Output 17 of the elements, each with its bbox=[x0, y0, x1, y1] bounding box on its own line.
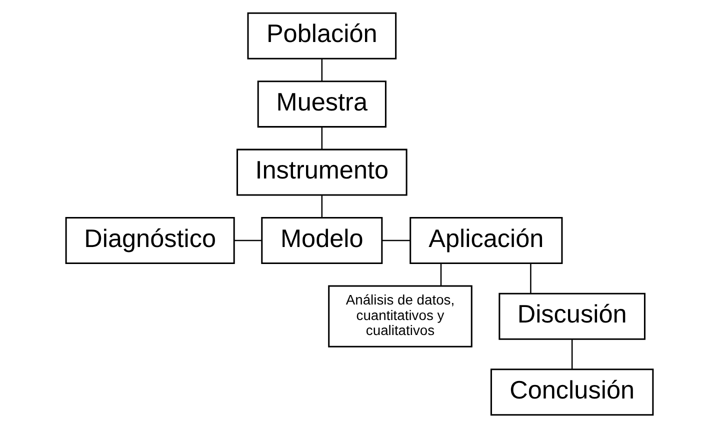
connector bbox=[321, 195, 323, 218]
node-box: Discusión bbox=[498, 292, 646, 340]
node-box: Modelo bbox=[261, 217, 383, 264]
connector bbox=[382, 240, 410, 242]
connector bbox=[234, 240, 262, 242]
connector bbox=[440, 263, 442, 286]
connector bbox=[530, 263, 532, 294]
connector bbox=[571, 339, 573, 369]
node-box: Análisis de datos, cuantitativos y cualitativos bbox=[328, 285, 472, 348]
node-box: Muestra bbox=[257, 80, 386, 128]
node-box: Diagnóstico bbox=[65, 217, 235, 264]
node-box: Aplicación bbox=[410, 217, 563, 264]
node-box: Población bbox=[247, 12, 397, 60]
node-box: Instrumento bbox=[236, 148, 408, 196]
connector bbox=[321, 127, 323, 150]
node-box: Conclusión bbox=[490, 368, 654, 416]
connector bbox=[321, 58, 323, 81]
